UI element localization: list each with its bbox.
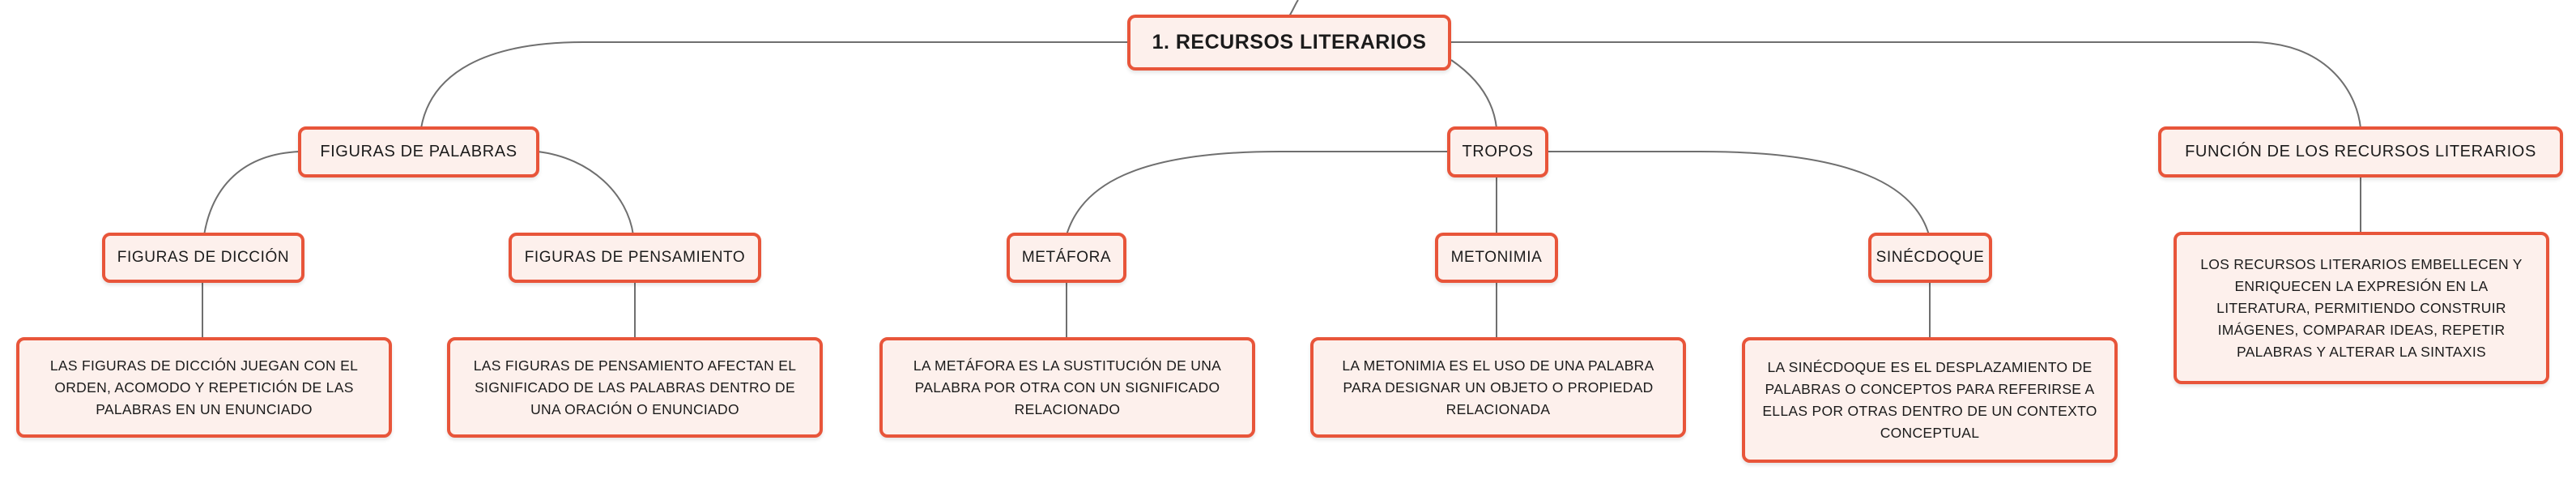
connector-root-incoming xyxy=(1288,0,1299,17)
desc-figuras-de-pensamiento[interactable]: LAS FIGURAS DE PENSAMIENTO AFECTAN EL SI… xyxy=(447,337,823,438)
node-tropos[interactable]: TROPOS xyxy=(1447,126,1548,177)
desc-metafora-text: LA METÁFORA ES LA SUSTITUCIÓN DE UNA PAL… xyxy=(913,357,1222,417)
desc-figuras-de-diccion[interactable]: LAS FIGURAS DE DICCIÓN JUEGAN CON EL ORD… xyxy=(16,337,392,438)
connector-tropos-metafora xyxy=(1066,151,1450,236)
desc-metonimia-text: LA METONIMIA ES EL USO DE UNA PALABRA PA… xyxy=(1342,357,1654,417)
desc-funcion-recursos-text: LOS RECURSOS LITERARIOS EMBELLECEN Y ENR… xyxy=(2200,255,2523,360)
tropos-label: TROPOS xyxy=(1462,143,1534,160)
figuras-de-pensamiento-label: FIGURAS DE PENSAMIENTO xyxy=(524,249,746,266)
metonimia-label: METONIMIA xyxy=(1450,249,1543,266)
node-figuras-de-palabras[interactable]: FIGURAS DE PALABRAS xyxy=(298,126,539,177)
root-label: 1. RECURSOS LITERARIOS xyxy=(1152,31,1427,53)
node-metonimia[interactable]: METONIMIA xyxy=(1435,233,1558,283)
connector-root-figuras-palabras xyxy=(420,41,1129,129)
desc-metafora[interactable]: LA METÁFORA ES LA SUSTITUCIÓN DE UNA PAL… xyxy=(879,337,1255,438)
connector-root-funcion xyxy=(1450,41,2361,129)
desc-sinecdoque-text: LA SINÉCDOQUE ES EL DESPLAZAMIENTO DE PA… xyxy=(1762,358,2097,441)
connector-root-tropos xyxy=(1450,59,1497,129)
connector-tropos-sinecdoque xyxy=(1547,151,1930,236)
desc-funcion-recursos[interactable]: LOS RECURSOS LITERARIOS EMBELLECEN Y ENR… xyxy=(2174,232,2549,384)
desc-sinecdoque[interactable]: LA SINÉCDOQUE ES EL DESPLAZAMIENTO DE PA… xyxy=(1742,337,2118,463)
connector-figpal-diccion xyxy=(203,151,300,236)
desc-figuras-de-pensamiento-text: LAS FIGURAS DE PENSAMIENTO AFECTAN EL SI… xyxy=(473,357,797,417)
node-funcion-recursos[interactable]: FUNCIÓN DE LOS RECURSOS LITERARIOS xyxy=(2158,126,2563,177)
root-node[interactable]: 1. RECURSOS LITERARIOS xyxy=(1127,15,1451,71)
funcion-recursos-label: FUNCIÓN DE LOS RECURSOS LITERARIOS xyxy=(2185,143,2536,160)
node-metafora[interactable]: METÁFORA xyxy=(1007,233,1126,283)
node-sinecdoque[interactable]: SINÉCDOQUE xyxy=(1868,233,1992,283)
node-figuras-de-pensamiento[interactable]: FIGURAS DE PENSAMIENTO xyxy=(509,233,761,283)
desc-figuras-de-diccion-text: LAS FIGURAS DE DICCIÓN JUEGAN CON EL ORD… xyxy=(49,357,359,417)
node-figuras-de-diccion[interactable]: FIGURAS DE DICCIÓN xyxy=(102,233,304,283)
figuras-de-diccion-label: FIGURAS DE DICCIÓN xyxy=(117,249,290,266)
connector-figpal-pensamiento xyxy=(537,151,634,236)
desc-metonimia[interactable]: LA METONIMIA ES EL USO DE UNA PALABRA PA… xyxy=(1310,337,1686,438)
figuras-de-palabras-label: FIGURAS DE PALABRAS xyxy=(320,143,517,160)
sinecdoque-label: SINÉCDOQUE xyxy=(1876,249,1985,266)
metafora-label: METÁFORA xyxy=(1021,249,1112,266)
